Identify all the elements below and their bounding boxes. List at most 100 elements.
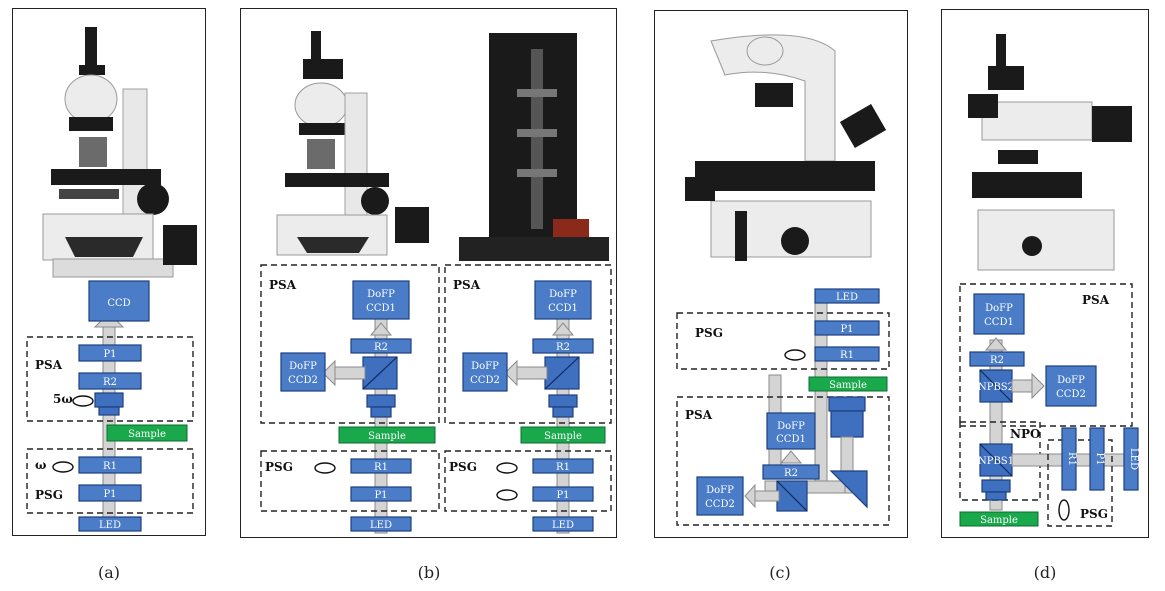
- psa-region-b-right: [444, 264, 612, 424]
- psg-label-b-left: PSG: [265, 460, 293, 474]
- svg-text:DoFP: DoFP: [471, 361, 499, 372]
- svg-text:R2: R2: [784, 468, 798, 479]
- objective-lens-a: [94, 392, 124, 416]
- beam-arrow: [504, 359, 518, 387]
- svg-text:Sample: Sample: [544, 431, 582, 442]
- svg-text:CCD2: CCD2: [1056, 389, 1086, 400]
- panel-c: LED PSG P1 R1 Sample PSA DoFP CCD1 R2: [654, 10, 908, 538]
- svg-text:P1: P1: [556, 490, 569, 501]
- svg-text:NPBS2: NPBS2: [978, 382, 1014, 393]
- svg-text:P1: P1: [1094, 452, 1105, 465]
- sample-block-a: Sample: [106, 424, 188, 442]
- psa-label-c: PSA: [685, 408, 713, 422]
- svg-text:CCD: CCD: [107, 298, 130, 309]
- svg-text:R1: R1: [556, 462, 570, 473]
- panel-b-figure: PSA DoFP CCD1 R2 DoFP CCD2 Sample PSG R1…: [260, 31, 612, 534]
- npo-region: [959, 421, 1041, 501]
- svg-text:R1: R1: [840, 350, 854, 361]
- psa-label-b-right: PSA: [453, 278, 481, 292]
- svg-text:DoFP: DoFP: [1057, 375, 1085, 386]
- p1-block-b-right: P1: [532, 486, 594, 502]
- psa-region-d: [959, 283, 1133, 427]
- svg-text:Sample: Sample: [368, 431, 406, 442]
- panel-d: PSA DoFP CCD1 R2 NPBS2 DoFP CCD2 NPO NPB…: [941, 9, 1149, 538]
- psg-region-b-left: [260, 450, 440, 512]
- objective-lens-d: [981, 479, 1011, 501]
- svg-text:DoFP: DoFP: [549, 289, 577, 300]
- svg-text:R1: R1: [1066, 452, 1077, 466]
- omega5-label: 5ω: [53, 392, 73, 406]
- led-block-a: LED: [78, 516, 142, 532]
- psa-label-d: PSA: [1082, 293, 1110, 307]
- led-block-c: LED: [814, 288, 880, 304]
- svg-text:LED: LED: [836, 292, 858, 303]
- svg-text:Sample: Sample: [829, 380, 867, 391]
- npbs1-block: NPBS1: [978, 443, 1014, 477]
- rotation-icon: [72, 395, 94, 407]
- svg-text:P1: P1: [374, 490, 387, 501]
- omega-label: ω: [35, 458, 46, 472]
- panel-a: CCD PSA P1 R2 5ω Sample ω R1 PSG P1 LED: [12, 8, 206, 536]
- beamsplitter-b-left: [362, 356, 398, 390]
- svg-text:R1: R1: [374, 462, 388, 473]
- objective-lens-b-right: [548, 394, 578, 418]
- r2-block-b-left: R2: [350, 338, 412, 354]
- rotation-icon: [314, 462, 336, 474]
- r1-block: R1: [78, 456, 142, 474]
- svg-text:R2: R2: [374, 342, 388, 353]
- psg-label-b-right: PSG: [449, 460, 477, 474]
- psg-region-c: [676, 312, 890, 370]
- beamsplitter-b-right: [544, 356, 580, 390]
- svg-text:DoFP: DoFP: [985, 303, 1013, 314]
- beam-arrow: [744, 483, 756, 509]
- dofp-ccd2-block-c: DoFP CCD2: [696, 476, 744, 516]
- svg-text:LED: LED: [99, 520, 121, 531]
- r2-block-b-right: R2: [532, 338, 594, 354]
- caption-b: (b): [417, 563, 441, 582]
- dofp-ccd1-block-b-left: DoFP CCD1: [352, 280, 410, 320]
- led-block-b-right: LED: [532, 516, 594, 532]
- rotation-icon: [496, 489, 518, 501]
- panel-b: PSA DoFP CCD1 R2 DoFP CCD2 Sample PSG R1…: [240, 8, 617, 538]
- psa-region-c: [676, 396, 890, 526]
- p1-bottom-block: P1: [78, 484, 142, 502]
- r1-block-b-left: R1: [350, 458, 412, 474]
- beam-arrow: [984, 337, 1008, 351]
- led-block-b-left: LED: [350, 516, 412, 532]
- svg-text:CCD1: CCD1: [776, 434, 806, 445]
- svg-text:CCD1: CCD1: [548, 303, 578, 314]
- psg-label-d: PSG: [1080, 507, 1108, 521]
- npbs2-block: NPBS2: [978, 369, 1014, 403]
- microscope-photo-b: [276, 31, 429, 256]
- sample-block-b-right: Sample: [520, 426, 606, 444]
- rotation-icon: [784, 349, 806, 361]
- rotation-icon: [496, 462, 518, 474]
- psa-region-b-left: [260, 264, 440, 424]
- p1-block-b-left: P1: [350, 486, 412, 502]
- beamsplitter-c: [776, 480, 808, 512]
- psg-region-a: [26, 448, 194, 514]
- ccd-block: CCD: [88, 280, 150, 322]
- caption-c: (c): [769, 563, 791, 582]
- beam-side: [516, 366, 548, 380]
- dofp-ccd1-block-d: DoFP CCD1: [973, 293, 1025, 335]
- objective-lens-c: [828, 396, 866, 438]
- svg-text:R2: R2: [990, 355, 1004, 366]
- r2-block: R2: [78, 372, 142, 390]
- svg-text:R2: R2: [556, 342, 570, 353]
- dofp-ccd2-block-b-left: DoFP CCD2: [280, 352, 326, 392]
- panel-a-figure: CCD PSA P1 R2 5ω Sample ω R1 PSG P1 LED: [26, 27, 197, 532]
- npo-label: NPO: [1010, 427, 1040, 441]
- svg-text:DoFP: DoFP: [777, 421, 805, 432]
- beam-arrow: [369, 322, 393, 336]
- svg-text:CCD2: CCD2: [470, 375, 500, 386]
- svg-text:NPBS1: NPBS1: [978, 456, 1014, 467]
- svg-text:P1: P1: [103, 349, 116, 360]
- metallurgical-microscope-photo: [968, 34, 1132, 271]
- svg-text:CCD1: CCD1: [366, 303, 396, 314]
- psg-region-b-right: [444, 450, 612, 512]
- svg-text:CCD2: CCD2: [288, 375, 318, 386]
- beam-arrow: [322, 359, 336, 387]
- svg-text:Sample: Sample: [128, 429, 166, 440]
- beam-side: [754, 490, 780, 502]
